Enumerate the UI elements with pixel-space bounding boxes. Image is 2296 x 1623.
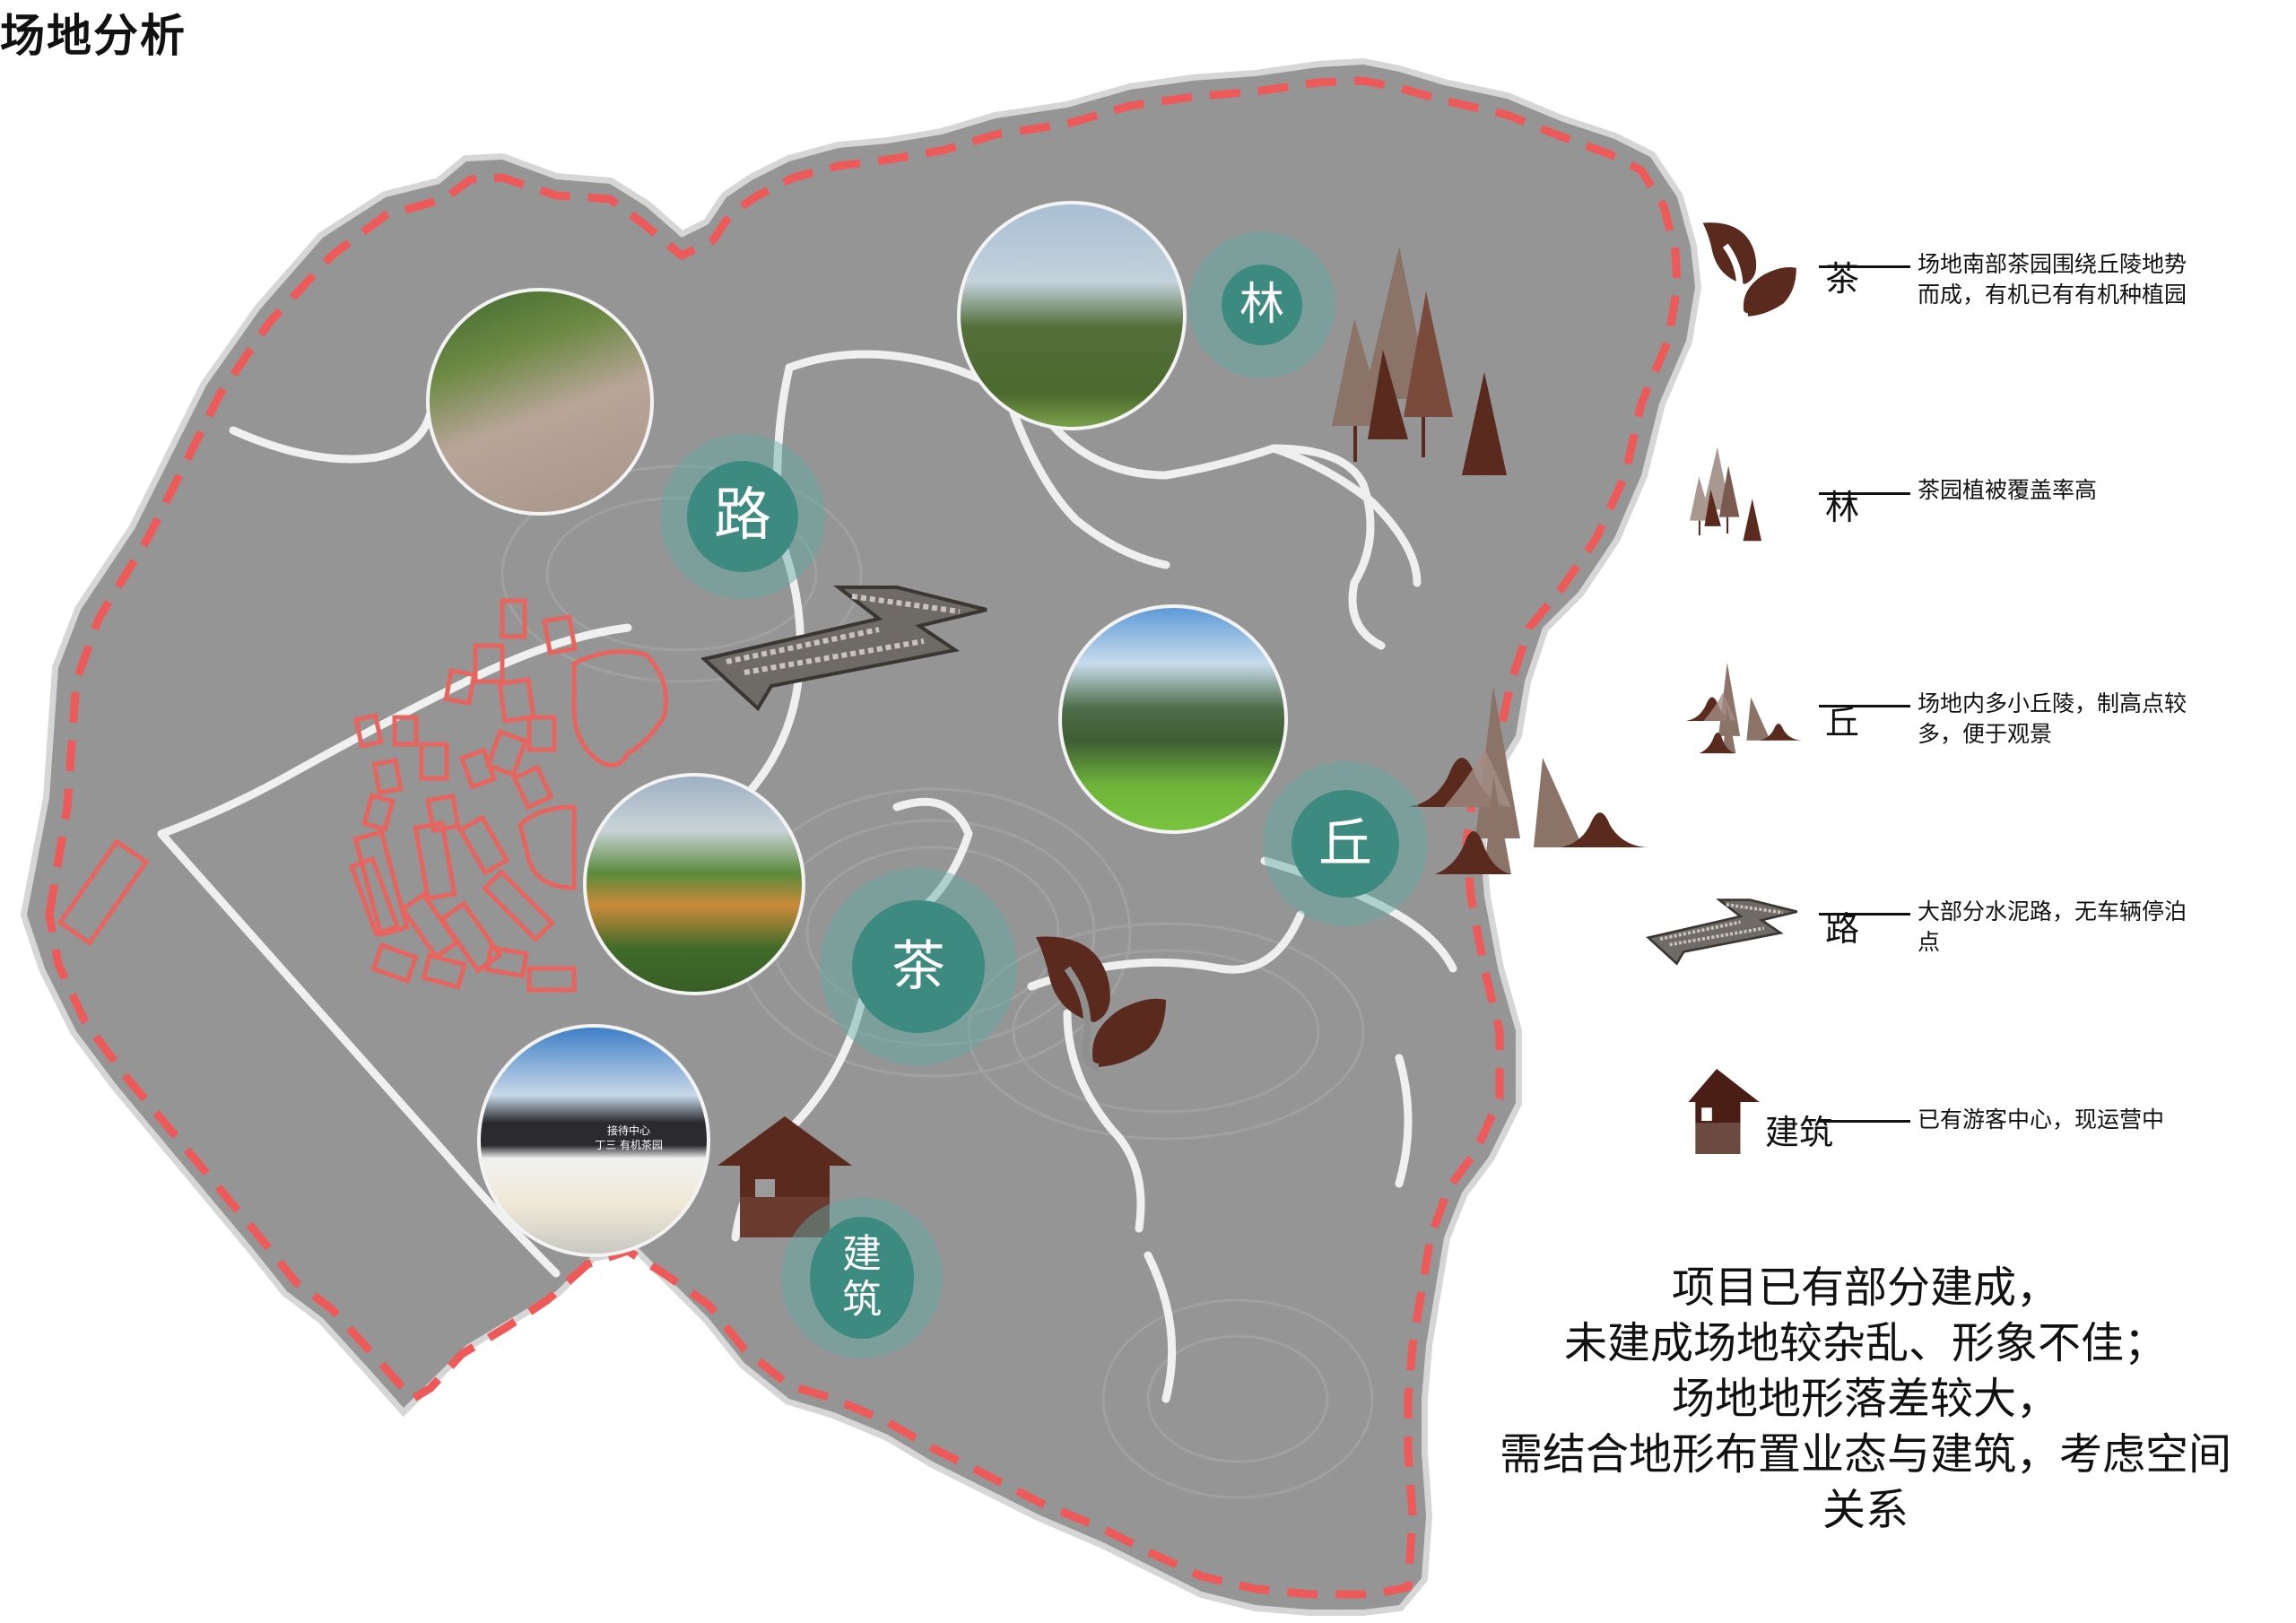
summary-text: 项目已有部分建成， 未建成场地较杂乱、形象不佳； 场地地形落差较大， 需结合地形…	[1435, 1260, 2296, 1538]
legend-desc-building: 已有游客中心，现运营中	[1918, 1107, 2165, 1133]
building-marker: 建筑	[810, 1217, 914, 1339]
legend-forest-trees-icon	[1690, 447, 1761, 542]
legend-key-road: 路	[1825, 909, 1860, 949]
proposed-plot-outlines	[57, 598, 668, 993]
legend-desc-road: 大部分水泥路，无车辆停泊点	[1918, 898, 2187, 955]
forest-marker: 林	[1222, 265, 1302, 345]
legend-house-icon	[1688, 1069, 1760, 1154]
legend-connector-hill	[1819, 705, 1910, 707]
karst-hills-photo	[1058, 604, 1288, 834]
hill-marker: 丘	[1292, 790, 1399, 898]
visitor-center-sign-line-2: 丁三 有机茶园	[595, 1139, 663, 1151]
tea-leaf-icon	[1036, 936, 1166, 1071]
forest-trees-icon	[1332, 247, 1507, 475]
summary-line-5: 关系	[1822, 1485, 1909, 1535]
visitor-center-photo: 接待中心 丁三 有机茶园	[477, 1024, 710, 1257]
summary-line-4: 需结合地形布置业态与建筑，考虑空间	[1499, 1429, 2231, 1480]
legend-connector-tea	[1819, 265, 1910, 268]
road-icon	[700, 586, 987, 712]
legend-tea-leaf-icon	[1702, 222, 1796, 320]
legend-desc-hill: 场地内多小丘陵，制高点较多，便于观景	[1918, 690, 2187, 747]
legend-connector-road	[1819, 913, 1910, 916]
legend-key-forest: 林	[1825, 488, 1860, 527]
page-title: 场地分析	[0, 9, 187, 62]
legend-key-tea: 茶	[1825, 259, 1860, 299]
house-icon	[718, 1116, 852, 1237]
road-marker: 路	[687, 461, 798, 572]
tea-garden-sign-photo	[583, 773, 805, 995]
summary-line-3: 场地地形落差较大，	[1671, 1374, 2059, 1424]
legend-hills-icon	[1686, 663, 1803, 754]
legend-desc-forest: 茶园植被覆盖率高	[1918, 477, 2098, 503]
summary-line-1: 项目已有部分建成，	[1671, 1263, 2059, 1313]
legend-connector-building	[1819, 1120, 1910, 1123]
tea-marker: 茶	[852, 900, 985, 1033]
hills-icon	[1408, 686, 1650, 874]
site-boundary	[45, 76, 1682, 1599]
visitor-center-sign-line-1: 接待中心	[606, 1124, 650, 1137]
legend-key-hill: 丘	[1825, 703, 1860, 742]
legend-key-building: 建筑	[1765, 1113, 1834, 1152]
legend-connector-forest	[1819, 492, 1910, 495]
legend-desc-tea: 场地南部茶园围绕丘陵地势而成，有机已有有机种植园	[1918, 251, 2187, 308]
trees-photo	[957, 201, 1187, 430]
legend-road-icon	[1646, 898, 1798, 966]
concrete-road-photo	[426, 288, 654, 516]
summary-line-2: 未建成场地较杂乱、形象不佳；	[1563, 1318, 2167, 1368]
